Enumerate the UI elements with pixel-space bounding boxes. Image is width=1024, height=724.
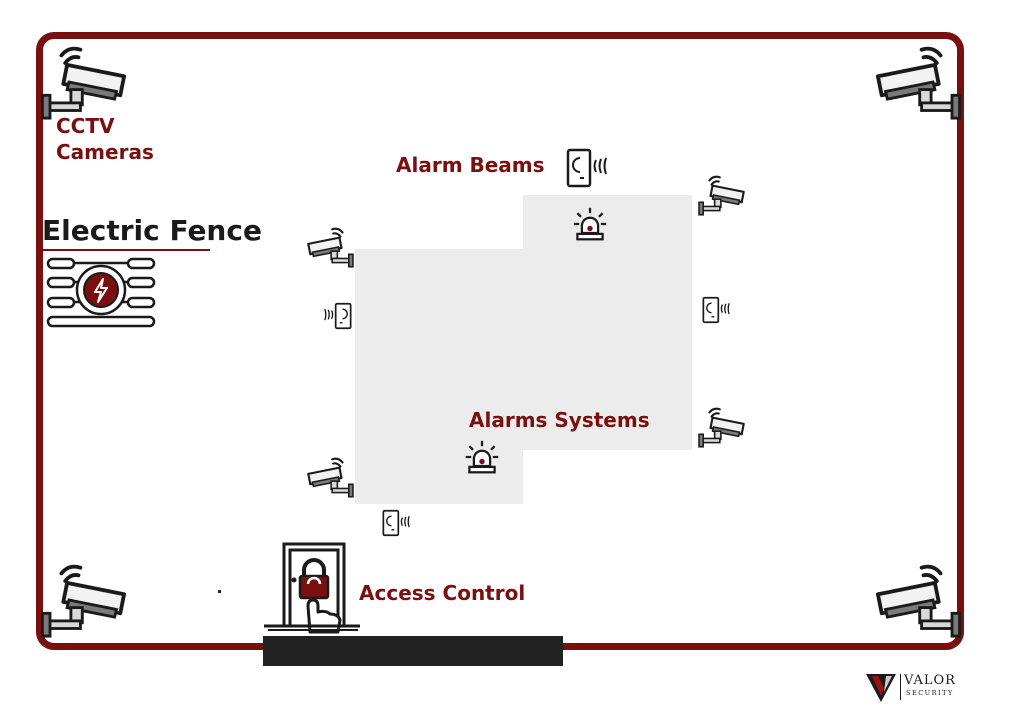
access-control-door-icon: [264, 542, 360, 634]
cctv-camera-icon: [40, 562, 136, 638]
logo-name: VALOR: [904, 673, 956, 688]
alarm-beam-sensor-icon: [702, 294, 736, 326]
electric-fence-icon: [46, 257, 156, 328]
dot-marker: [218, 590, 221, 593]
cctv-camera-icon: [302, 226, 354, 268]
cctv-label: CCTV: [56, 114, 115, 138]
electric-fence-underline: [40, 249, 210, 251]
alarm-systems-label: Alarms Systems: [469, 408, 650, 432]
alarm-beam-sensor-icon: [566, 146, 616, 190]
cctv-camera-icon: [866, 562, 962, 638]
cctv-camera-icon: [302, 456, 354, 498]
cctv-camera-icon: [698, 406, 750, 448]
alarm-beams-label: Alarm Beams: [396, 153, 545, 177]
access-control-label: Access Control: [359, 581, 526, 605]
cctv-camera-icon: [866, 44, 962, 120]
valor-shield-icon: [866, 674, 896, 702]
logo-tagline: SECURITY: [906, 689, 954, 697]
alarm-beam-sensor-icon: [382, 508, 416, 538]
cctv-camera-icon: [40, 44, 136, 120]
valor-security-logo: VALOR SECURITY: [864, 670, 964, 706]
logo-divider: [900, 674, 901, 700]
cameras-label: Cameras: [56, 140, 154, 164]
electric-fence-heading: Electric Fence: [42, 214, 262, 247]
alarm-siren-icon: [464, 438, 500, 476]
alarm-siren-icon: [572, 206, 608, 242]
entrance-gate: [263, 636, 563, 666]
cctv-camera-icon: [698, 174, 750, 216]
alarm-beam-sensor-icon: [318, 300, 352, 332]
